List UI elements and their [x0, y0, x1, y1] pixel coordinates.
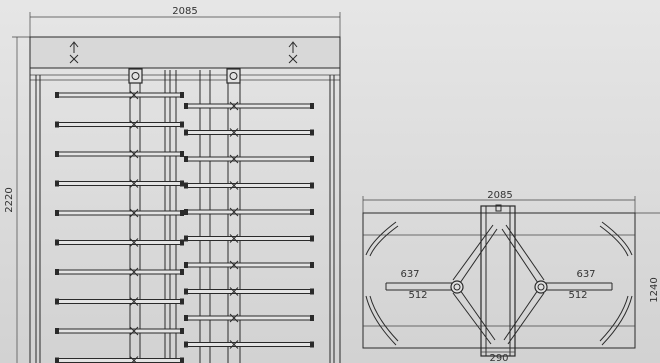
frame-posts [29, 68, 341, 363]
rotor-arm [184, 260, 314, 270]
rotor-arm [55, 149, 184, 159]
rotor-arm [55, 90, 184, 100]
rotor-hub-left [128, 68, 143, 84]
entry-arrow-icon [69, 41, 79, 53]
front-view: 2085 2220 [4, 6, 341, 363]
rotor-arm [184, 313, 314, 323]
rotor-arm [184, 181, 314, 190]
right-outer-dimension-label: 637 [576, 269, 595, 280]
top-center-column [480, 204, 516, 357]
rotor-hub-right [226, 68, 241, 84]
rotor-arm [184, 154, 314, 164]
rotor-arm [184, 340, 314, 349]
top-width-label: 2085 [487, 190, 512, 201]
entry-arrow-icon [288, 41, 298, 53]
front-height-label: 2220 [4, 187, 15, 212]
right-rotor-arms [184, 101, 314, 349]
front-width-dimension: 2085 [29, 6, 341, 37]
rotor-arm [55, 297, 184, 306]
left-outer-dimension-label: 637 [400, 269, 419, 280]
rotor-arm [184, 101, 314, 111]
top-width-dimension: 2085 [362, 190, 636, 213]
rotor-arm [184, 128, 314, 137]
side-guards [365, 221, 633, 346]
top-depth-label: 1240 [649, 277, 660, 302]
no-entry-x-icon [69, 54, 79, 64]
rotor-arm [55, 208, 184, 218]
rotor-arm [55, 179, 184, 188]
no-entry-x-icon [288, 54, 298, 64]
rotor-arm [55, 267, 184, 277]
right-inner-dimension-label: 512 [568, 290, 587, 301]
top-view: 2085 1240 [362, 190, 660, 363]
left-rotor-arms [55, 90, 184, 363]
center-width-label: 290 [489, 353, 508, 363]
top-header-beam [29, 36, 341, 69]
rotor-arm [184, 234, 314, 243]
right-rotor-top [501, 224, 613, 345]
front-height-dimension: 2220 [4, 36, 30, 363]
rotor-arm [55, 238, 184, 247]
front-width-label: 2085 [172, 6, 197, 17]
rotor-arm [184, 287, 314, 296]
left-inner-dimension-label: 512 [408, 290, 427, 301]
rotor-arm [55, 120, 184, 129]
left-rotor-top [385, 224, 498, 345]
rotor-arm [184, 207, 314, 217]
top-outer-frame [362, 212, 636, 349]
rotor-arm [55, 326, 184, 336]
